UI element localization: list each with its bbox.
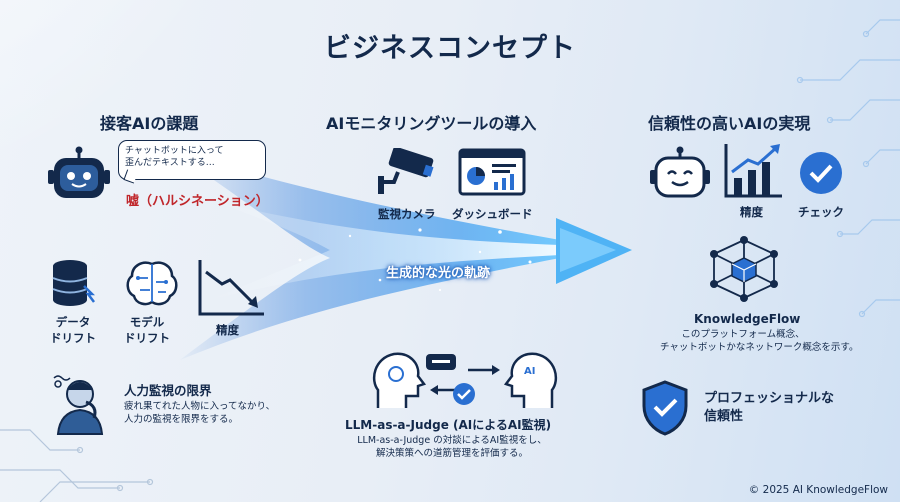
rising-chart-icon [724, 144, 782, 198]
bubble-line-1: チャットボットに入って [125, 146, 224, 156]
model-drift-line-1: モデル [129, 315, 165, 329]
dashboard-icon [458, 148, 526, 196]
dashboard-label: ダッシュボード [452, 207, 533, 221]
human-limit-title: 人力監視の限界 [124, 383, 212, 398]
left-accuracy-label: 精度 [216, 323, 239, 337]
chat-bubble: チャットボットに入って 歪んだテキストする… [118, 140, 266, 180]
judge-title: LLM-as-a-Judge (AIによるAI監視) [345, 418, 552, 432]
judge-line-2: 解決策策への道筋管理を評価する。 [375, 448, 528, 459]
declining-chart-icon [198, 260, 264, 316]
kf-line-2: チャットボットかなネットワーク概念を示す。 [660, 342, 859, 353]
data-drift-line-1: データ [55, 315, 91, 329]
data-drift-label: データ ドリフト [50, 314, 96, 346]
hallucination-label: 嘘（ハルシネーション） [126, 194, 269, 209]
human-limit-line-2: 人力の監視を限界をする。 [124, 414, 239, 425]
robot-icon [48, 146, 110, 198]
page-title: ビジネスコンセプト [324, 33, 576, 64]
right-heading: 信頼性の高いAIの実現 [648, 114, 811, 133]
security-camera-icon [378, 148, 434, 194]
kf-line-1: このプラットフォーム概念、 [681, 329, 805, 340]
left-heading: 接客AIの課題 [100, 114, 199, 133]
judge-text: LLM-as-a-Judge の対談によるAI監視をし、 解決策策への道筋管理を… [352, 434, 552, 460]
shield-check-icon [642, 380, 688, 436]
arrow-label: 生成的な光の軌跡 [386, 266, 491, 281]
check-label: チェック [798, 205, 844, 219]
kf-title: KnowledgeFlow [694, 312, 801, 326]
right-accuracy-label: 精度 [740, 205, 763, 219]
data-drift-line-2: ドリフト [50, 331, 96, 345]
network-icon [710, 236, 778, 302]
pro-trust-line-2: 信頼性 [704, 409, 744, 424]
model-drift-label: モデル ドリフト [124, 314, 170, 346]
brain-icon [126, 261, 178, 306]
llm-judge-icon [373, 352, 557, 408]
footer-copyright: © 2025 AI KnowledgeFlow [748, 484, 888, 496]
model-drift-line-2: ドリフト [124, 331, 170, 345]
camera-label: 監視カメラ [378, 207, 436, 221]
ai-badge: AI [524, 366, 536, 377]
pro-trust-label: プロフェッショナルな 信頼性 [704, 390, 834, 426]
human-limit-line-1: 疲れ果てれた人物に入ってなかり、 [124, 401, 276, 412]
tired-person-icon [53, 375, 104, 435]
judge-line-1: LLM-as-a-Judge の対談によるAI監視をし、 [357, 435, 547, 446]
bubble-line-2: 歪んだテキストする… [125, 158, 215, 168]
database-icon [52, 260, 96, 306]
human-limit-text: 疲れ果てれた人物に入ってなかり、 人力の監視を限界をする。 [124, 400, 275, 426]
pro-trust-line-1: プロフェッショナルな [704, 391, 835, 406]
check-circle-icon [800, 152, 842, 194]
kf-text: このプラットフォーム概念、 チャットボットかなネットワーク概念を示す。 [660, 328, 859, 354]
middle-heading: AIモニタリングツールの導入 [326, 114, 537, 133]
friendly-robot-icon [650, 146, 710, 198]
